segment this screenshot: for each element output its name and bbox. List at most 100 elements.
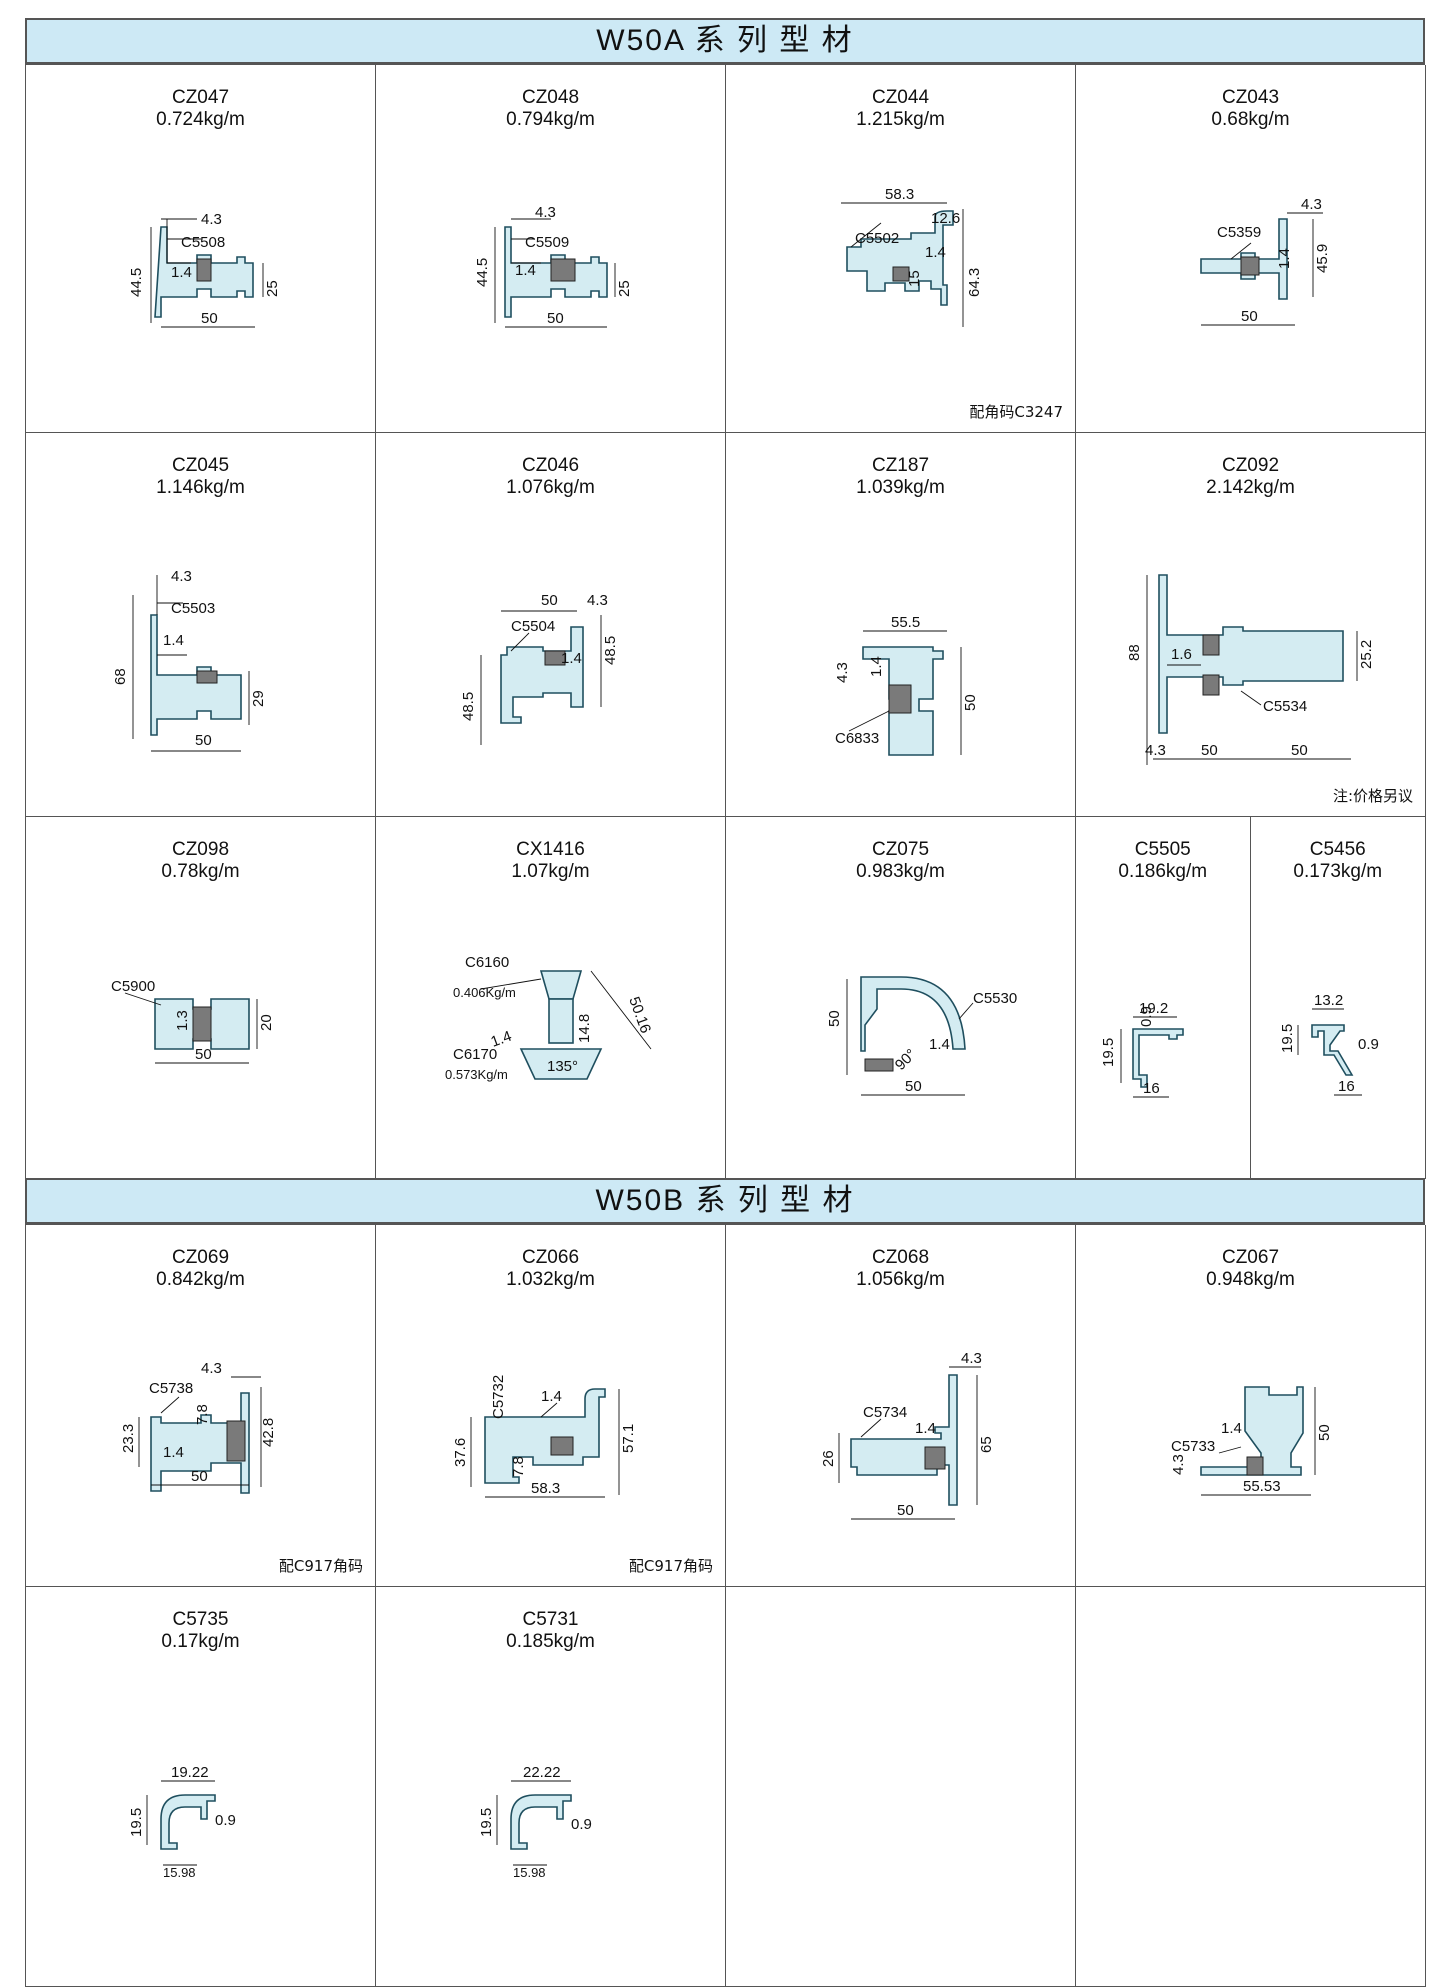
profile-weight: 0.794kg/m bbox=[506, 109, 595, 130]
dim-label: 50 bbox=[1291, 742, 1308, 759]
profile-weight: 0.842kg/m bbox=[156, 1269, 245, 1290]
profile-card: CZ098 0.78kg/m C5900 1.3 20 50 bbox=[26, 817, 376, 1179]
dim-label: 50 bbox=[905, 1078, 922, 1095]
profile-drawing: 4.3 C5503 1.4 68 29 50 bbox=[112, 568, 267, 752]
profile-weight: 0.68kg/m bbox=[1211, 109, 1290, 130]
dim-label: C5530 bbox=[973, 990, 1017, 1007]
dim-label: 16 bbox=[1338, 1078, 1355, 1095]
dim-label: 1.4 bbox=[561, 650, 582, 667]
profile-card-split: C5505 0.186kg/m 19.2 0.9 19.5 16 C5456 bbox=[1076, 817, 1426, 1179]
profile-card: CZ048 0.794kg/m 4.3 C5509 1.4 44.5 25 50 bbox=[376, 65, 726, 433]
profile-card: CZ092 2.142kg/m 88 1.6 25.2 C5534 4.3 50… bbox=[1076, 433, 1426, 817]
dim-label: 1.3 bbox=[174, 1010, 191, 1031]
profile-drawing: 4.3 C5508 1.4 44.5 25 50 bbox=[128, 211, 281, 328]
dim-label: 4.3 bbox=[1301, 196, 1322, 213]
dim-label: 0.9 bbox=[1358, 1036, 1379, 1053]
profile-code: CZ066 bbox=[521, 1247, 580, 1268]
section-title: W50A 系 列 型 材 bbox=[596, 24, 854, 57]
dim-label: C5359 bbox=[1217, 224, 1261, 241]
dim-label: 0.406Kg/m bbox=[453, 985, 516, 1000]
profile-drawing: 58.3 12.6 C5502 1.4 15 64.3 bbox=[840, 186, 983, 327]
profile-drawing: C5900 1.3 20 50 bbox=[111, 978, 275, 1064]
profile-code: CZ187 bbox=[871, 455, 930, 476]
profile-code: CZ046 bbox=[521, 455, 580, 476]
dim-label: 50.16 bbox=[625, 995, 654, 1036]
dim-label: 50 bbox=[541, 592, 558, 609]
profile-card: CZ068 1.056kg/m 4.3 C5734 1.4 26 65 50 bbox=[726, 1225, 1076, 1587]
dim-label: 19.5 bbox=[128, 1808, 145, 1837]
dim-label: 19.5 bbox=[478, 1808, 495, 1837]
profile-drawing: 1.4 C5733 50 4.3 55.53 bbox=[1170, 1386, 1333, 1496]
dim-label: 23.3 bbox=[120, 1424, 137, 1453]
profile-weight: 0.78kg/m bbox=[161, 861, 240, 882]
dim-label: 26 bbox=[820, 1450, 837, 1467]
dim-label: 44.5 bbox=[474, 258, 491, 287]
profile-note: 注:价格另议 bbox=[1332, 787, 1413, 805]
dim-label: 19.5 bbox=[1279, 1024, 1296, 1053]
profile-weight: 0.173kg/m bbox=[1293, 861, 1383, 882]
dim-label: 13.2 bbox=[1314, 992, 1343, 1009]
section-header-w50b: W50B 系 列 型 材 bbox=[25, 1178, 1425, 1224]
dim-label: 4.3 bbox=[587, 592, 608, 609]
dim-label: 50 bbox=[897, 1502, 914, 1519]
dim-label: 1.4 bbox=[163, 1444, 184, 1461]
dim-label: 1.4 bbox=[515, 262, 536, 279]
profile-weight: 1.215kg/m bbox=[856, 109, 945, 130]
profile-code: CZ092 bbox=[1221, 455, 1280, 476]
dim-label: 55.53 bbox=[1243, 1478, 1281, 1495]
dim-label: 1.4 bbox=[929, 1036, 950, 1053]
dim-label: 64.3 bbox=[966, 268, 983, 297]
profile-weight: 1.032kg/m bbox=[506, 1269, 595, 1290]
dim-label: 135° bbox=[547, 1058, 578, 1075]
dim-label: 4.3 bbox=[961, 1350, 982, 1367]
profile-code: C5456 bbox=[1309, 839, 1366, 860]
profile-card: CZ043 0.68kg/m 4.3 C5359 1.4 45.9 50 bbox=[1076, 65, 1426, 433]
profile-drawing: 50 C5530 1.4 90° 50 bbox=[826, 976, 1017, 1096]
profile-weight: 1.07kg/m bbox=[511, 861, 590, 882]
profile-code: CZ068 bbox=[871, 1247, 930, 1268]
dim-label: C5900 bbox=[111, 978, 155, 995]
profile-card: CZ187 1.039kg/m 55.5 4.3 1.4 50 C6833 bbox=[726, 433, 1076, 817]
profile-card: CZ067 0.948kg/m 1.4 C5733 50 4.3 55.53 bbox=[1076, 1225, 1426, 1587]
profile-code: CZ044 bbox=[871, 87, 930, 108]
dim-label: 50 bbox=[547, 310, 564, 327]
profile-drawing: C5732 1.4 37.6 7.8 57.1 58.3 bbox=[452, 1375, 637, 1498]
dim-label: C5508 bbox=[181, 234, 225, 251]
dim-label: 68 bbox=[112, 668, 129, 685]
profile-code: CZ047 bbox=[171, 87, 230, 108]
dim-label: C5733 bbox=[1171, 1438, 1215, 1455]
dim-label: 4.3 bbox=[1170, 1454, 1187, 1475]
dim-label: 4.3 bbox=[171, 568, 192, 585]
dim-label: 1.4 bbox=[1276, 248, 1293, 269]
dim-label: C6170 bbox=[453, 1046, 497, 1063]
dim-label: C5738 bbox=[149, 1380, 193, 1397]
section-title: W50B 系 列 型 材 bbox=[595, 1184, 855, 1217]
profile-code: CZ098 bbox=[171, 839, 230, 860]
profile-card: CZ045 1.146kg/m 4.3 C5503 1.4 68 29 50 bbox=[26, 433, 376, 817]
profile-weight: 0.948kg/m bbox=[1206, 1269, 1295, 1290]
profile-drawing: 4.3 C5734 1.4 26 65 50 bbox=[820, 1350, 995, 1520]
dim-label: 50 bbox=[195, 732, 212, 749]
profile-code: CX1416 bbox=[516, 839, 585, 860]
profile-code: C5731 bbox=[522, 1609, 579, 1630]
dim-label: 50 bbox=[1201, 742, 1218, 759]
profile-weight: 0.185kg/m bbox=[506, 1631, 595, 1652]
dim-label: C5509 bbox=[525, 234, 569, 251]
profile-grid-w50b: CZ069 0.842kg/m 4.3 C5738 7.8 23.3 1.4 4… bbox=[25, 1224, 1426, 1987]
dim-label: 50 bbox=[201, 310, 218, 327]
empty-cell bbox=[1076, 1587, 1426, 1987]
dim-label: C5734 bbox=[863, 1404, 907, 1421]
dim-label: 58.3 bbox=[885, 186, 914, 203]
profile-drawing: C6160 0.406Kg/m 50.16 14.8 1.4 C6170 0.5… bbox=[445, 954, 654, 1082]
dim-label: 50 bbox=[1316, 1424, 1333, 1441]
profile-drawing: 22.22 19.5 0.9 15.98 bbox=[478, 1764, 592, 1880]
profile-drawing: 19.22 19.5 0.9 15.98 bbox=[128, 1764, 236, 1880]
dim-label: 15.98 bbox=[163, 1865, 196, 1880]
profile-card: CZ046 1.076kg/m 50 4.3 C5504 1.4 48.5 48… bbox=[376, 433, 726, 817]
dim-label: 7.8 bbox=[194, 1404, 211, 1425]
profile-card: CZ066 1.032kg/m C5732 1.4 37.6 7.8 57.1 … bbox=[376, 1225, 726, 1587]
dim-label: 19.5 bbox=[1100, 1038, 1117, 1067]
dim-label: 0.573Kg/m bbox=[445, 1067, 508, 1082]
dim-label: 16 bbox=[1143, 1080, 1160, 1097]
dim-label: 25 bbox=[616, 280, 633, 297]
